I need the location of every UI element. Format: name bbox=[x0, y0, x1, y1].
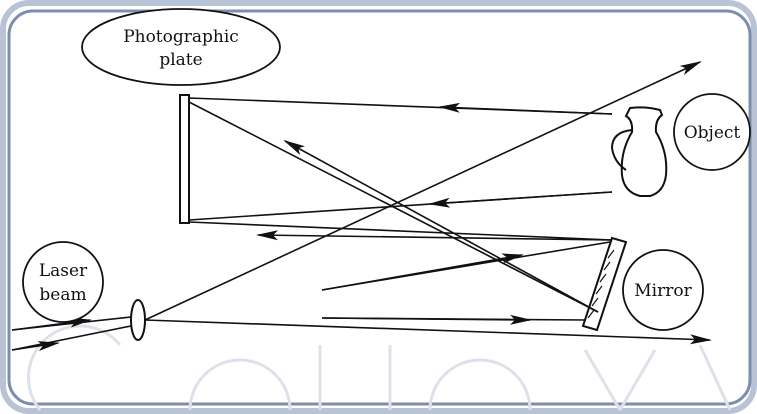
ray-lower-right bbox=[144, 319, 712, 345]
object-jug-icon bbox=[610, 106, 668, 197]
ray-reference-up bbox=[144, 61, 702, 321]
label-plate: plate bbox=[159, 50, 202, 70]
light-rays bbox=[11, 61, 712, 351]
ray-mirror-to-plate-top bbox=[188, 101, 599, 313]
ray-mirror-to-plate-bottom bbox=[188, 221, 613, 241]
photographic-plate bbox=[179, 94, 190, 224]
mirror-label: Mirror bbox=[622, 249, 704, 331]
lens-icon bbox=[130, 299, 146, 341]
mirror-icon bbox=[581, 236, 628, 332]
photographic-plate-label: Photographic plate bbox=[81, 8, 281, 86]
object-label: Object bbox=[673, 93, 751, 171]
laser-beam-label: Laser beam bbox=[22, 241, 104, 323]
label-photographic: Photographic bbox=[123, 27, 239, 47]
watermark bbox=[26, 324, 732, 411]
label-object: Object bbox=[684, 123, 741, 143]
label-mirror: Mirror bbox=[634, 281, 692, 301]
label-beam: beam bbox=[39, 285, 86, 305]
label-laser: Laser bbox=[39, 261, 88, 281]
